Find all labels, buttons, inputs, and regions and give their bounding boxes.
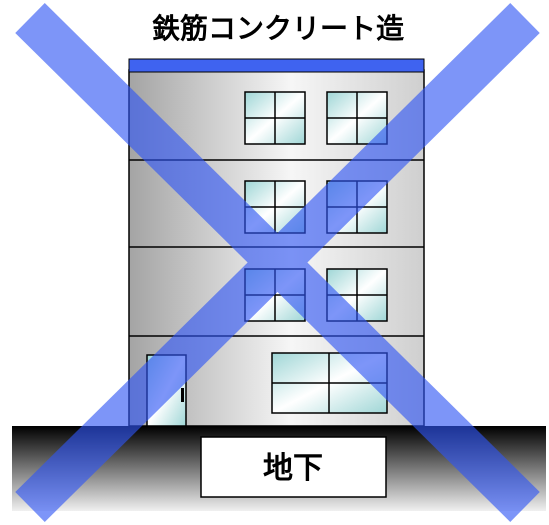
basement-label-box	[200, 436, 387, 498]
basement-label: 地下	[263, 451, 323, 486]
door-handle	[181, 388, 184, 402]
cross-mark	[15, 3, 540, 522]
cross-stroke	[15, 3, 540, 522]
building-roof	[128, 58, 425, 73]
window	[244, 91, 306, 145]
window	[326, 91, 388, 145]
diagram-title: 鉄筋コンクリート造	[152, 12, 404, 45]
